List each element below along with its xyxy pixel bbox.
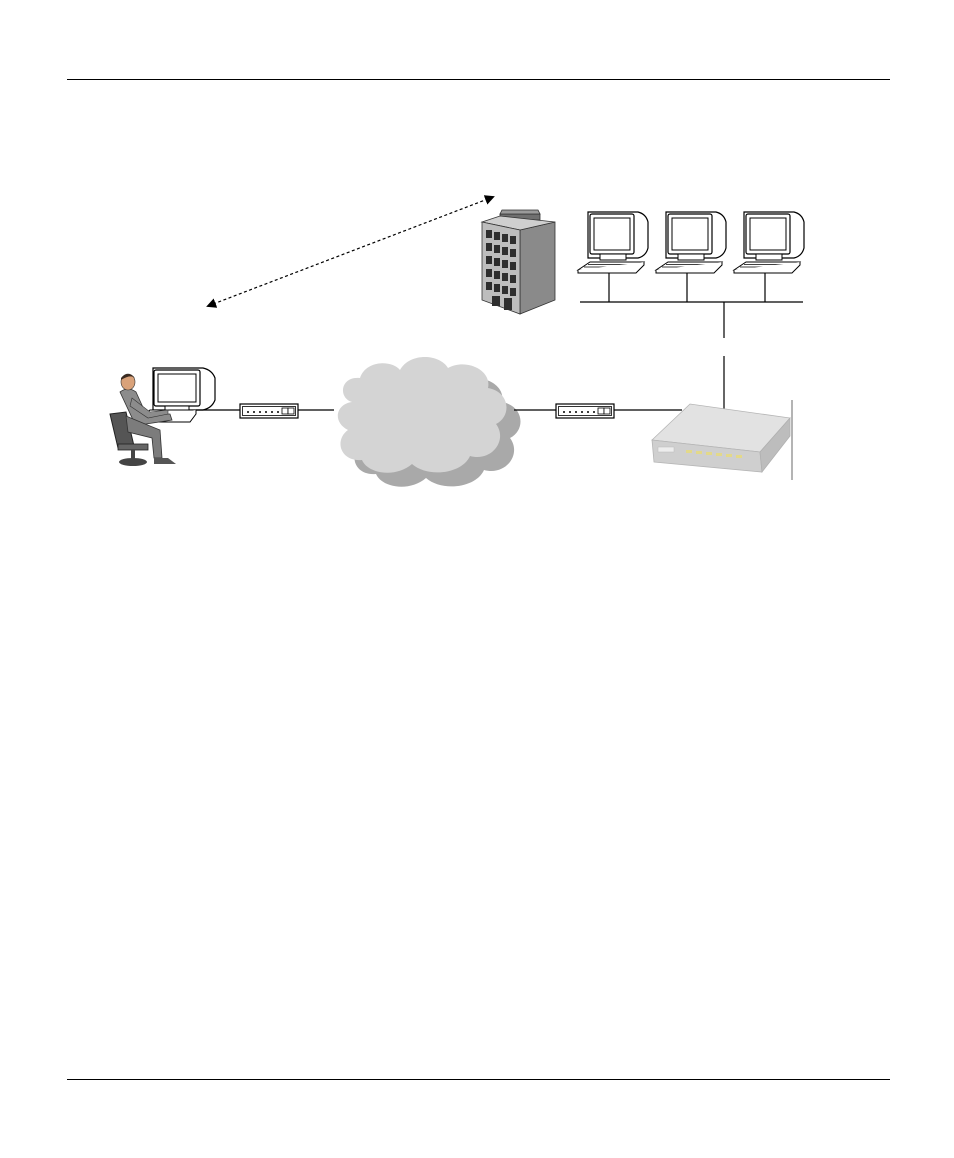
lan-bus (580, 273, 803, 412)
desktop-computer-icon (734, 212, 804, 273)
desktop-computer-icon (578, 212, 648, 273)
modem-icon (556, 404, 614, 418)
desktop-computer-icon (656, 212, 726, 273)
router-icon (652, 404, 790, 472)
cloud-icon (338, 357, 521, 487)
person-at-computer-icon (110, 368, 215, 466)
modem-icon (240, 404, 298, 418)
dashed-connection-arrow (208, 197, 493, 306)
building-icon (482, 210, 555, 314)
